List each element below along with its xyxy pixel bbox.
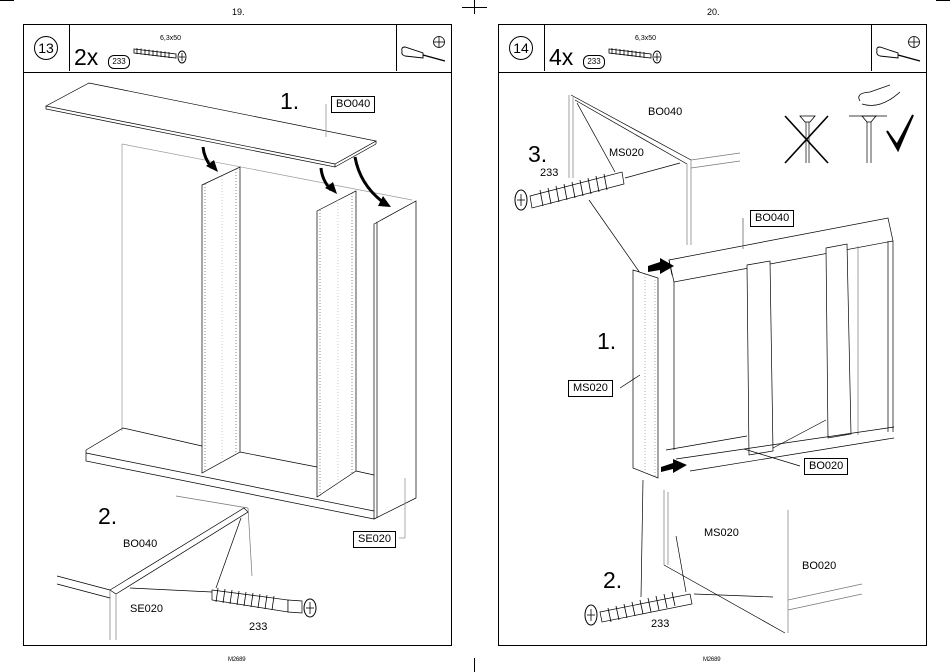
right-screw-icon <box>849 84 901 163</box>
check-mark-icon <box>886 114 914 153</box>
part-label-bo040: BO040 <box>123 538 158 550</box>
part-label-bo040: BO040 <box>648 106 683 118</box>
part-number-badge: 233 <box>108 55 130 69</box>
part-callout-bo040: BO040 <box>750 210 795 227</box>
part-label-ms020: MS020 <box>704 527 739 539</box>
screw-size: 6,3x50 <box>635 35 657 42</box>
part-callout-ms020: MS020 <box>568 380 613 397</box>
part-label-233: 233 <box>249 621 268 633</box>
step-number-cell: 13 <box>24 25 70 71</box>
part-callout-se020: SE020 <box>353 531 397 548</box>
part-label-ms020: MS020 <box>609 147 644 159</box>
crop-mark <box>936 0 950 1</box>
substep-number: 1. <box>280 88 300 114</box>
part-label-233: 233 <box>540 167 559 179</box>
footer-code: M2689 <box>228 657 246 663</box>
arrow-icon <box>206 160 218 172</box>
part-number-badge: 233 <box>583 55 605 69</box>
footer-code: M2689 <box>703 657 721 663</box>
arrow-icon <box>325 182 337 194</box>
substep-number: 2. <box>603 567 623 593</box>
quantity: 4x <box>549 44 574 70</box>
assembly-illustration-step-13 <box>44 82 417 640</box>
step-number: 13 <box>34 36 58 60</box>
tool-cell <box>396 25 451 71</box>
part-label-bo020: BO020 <box>802 560 837 572</box>
arrow-icon <box>648 258 674 274</box>
step-number-cell: 14 <box>499 25 545 71</box>
screwdriver-icon <box>876 36 921 62</box>
part-label-se020: SE020 <box>130 603 164 615</box>
screw-icon <box>133 48 187 64</box>
part-callout-bo020: BO020 <box>804 458 849 475</box>
step-frame: 14 4x 233 6,3x50 <box>498 24 927 646</box>
step-header: 13 2x 233 6,3x50 <box>24 25 451 73</box>
step-number: 14 <box>509 36 533 60</box>
finger-icon <box>858 84 901 106</box>
screw-233-icon <box>211 587 317 618</box>
page-number: 19. <box>232 7 245 17</box>
crop-mark <box>474 658 475 672</box>
page-number: 20. <box>707 7 720 17</box>
substep-number: 3. <box>528 141 548 167</box>
substep-number: 2. <box>98 503 118 529</box>
screw-233-icon <box>514 171 625 211</box>
quantity: 2x <box>74 44 99 70</box>
arrow-icon <box>661 459 687 473</box>
wrong-screw-icon <box>784 115 829 164</box>
crop-mark <box>462 7 487 8</box>
screw-233-icon <box>584 591 693 626</box>
step-header: 14 4x 233 6,3x50 <box>499 25 926 73</box>
tool-cell <box>871 25 926 71</box>
substep-number: 1. <box>597 328 617 354</box>
screw-size: 6,3x50 <box>160 35 182 42</box>
part-callout-bo040: BO040 <box>331 96 376 113</box>
screw-icon <box>608 48 662 64</box>
arrow-icon <box>378 196 391 207</box>
part-label-233: 233 <box>651 618 670 630</box>
crop-mark <box>0 0 14 1</box>
step-frame: 13 2x 233 6,3x50 <box>23 24 452 646</box>
screwdriver-icon <box>401 36 446 62</box>
